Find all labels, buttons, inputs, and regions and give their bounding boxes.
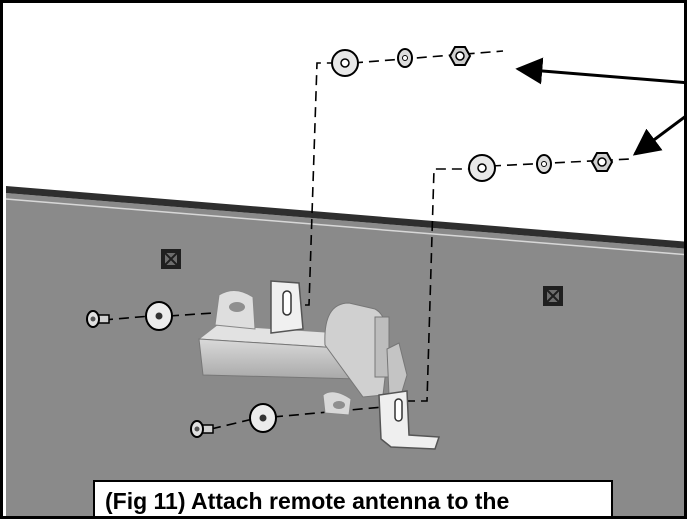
arrow-to-row-2 bbox=[632, 115, 684, 156]
antenna-bracket bbox=[197, 280, 441, 450]
upper-flat-washer-1 bbox=[331, 49, 359, 77]
upper-flat-washer-2 bbox=[468, 154, 496, 182]
panel-edge-highlight bbox=[6, 186, 684, 249]
left-bolt bbox=[86, 310, 110, 328]
panel-edge-line bbox=[5, 198, 684, 256]
left-washer-path bbox=[168, 312, 214, 317]
lower-flat-washer bbox=[249, 403, 277, 433]
upper-lock-washer-1 bbox=[397, 48, 413, 68]
assembly-drawing bbox=[5, 46, 684, 516]
mounting-clip-left bbox=[161, 249, 181, 269]
upper-lock-washer-2 bbox=[536, 154, 552, 174]
left-bolt-path bbox=[102, 315, 152, 321]
upper-hex-nut-1 bbox=[448, 46, 472, 66]
upper-hex-nut-2 bbox=[590, 152, 614, 172]
left-flat-washer bbox=[145, 301, 173, 331]
lower-bolt-path bbox=[210, 418, 254, 430]
right-upper-path bbox=[405, 168, 473, 402]
figure-caption: (Fig 11) Attach remote antenna to the bbox=[93, 480, 613, 516]
arrow-to-row-1 bbox=[515, 57, 684, 85]
mounting-clip-right bbox=[543, 286, 563, 306]
upper-row-1-path bbox=[352, 50, 504, 64]
lower-bolt bbox=[190, 420, 214, 438]
